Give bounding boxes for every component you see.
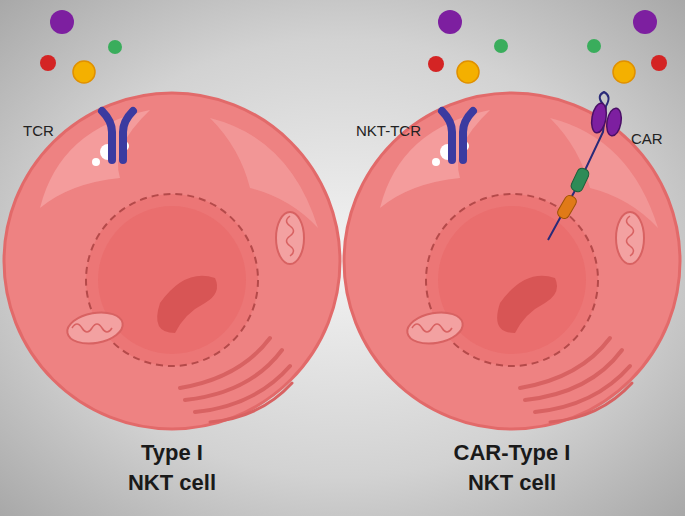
cell-node: CAR-Type I NKT cell bbox=[340, 88, 685, 503]
cell-node: Type I NKT cell bbox=[0, 88, 345, 503]
receptor-label: NKT-TCR bbox=[356, 122, 421, 139]
cell-caption: CAR-Type I NKT cell bbox=[442, 438, 582, 498]
cell-caption: Type I NKT cell bbox=[122, 438, 222, 498]
receptor-label: TCR bbox=[23, 122, 54, 139]
receptor-label: CAR bbox=[631, 130, 663, 147]
